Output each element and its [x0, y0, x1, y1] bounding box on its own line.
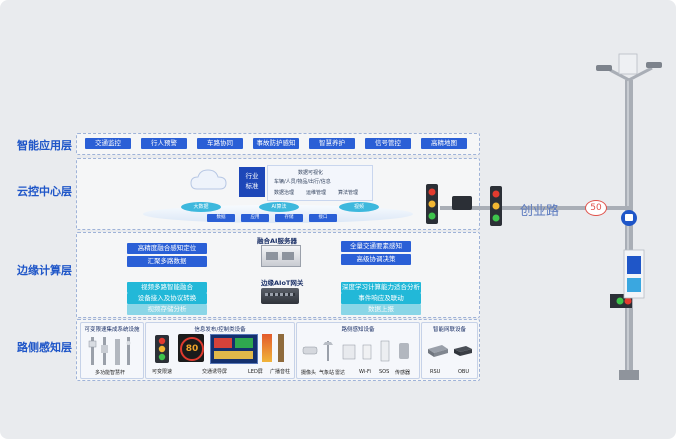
- app-chip-2: 行人预警: [141, 138, 187, 149]
- connected-caption-1: RSU: [430, 369, 441, 375]
- fusion-server-title: 融合AI服务器: [257, 237, 297, 245]
- platform-disc-3: 视频: [339, 202, 379, 212]
- led-screen-device: [262, 334, 272, 362]
- edge-left-bottom-2: 设备接入及协议转换: [127, 293, 207, 304]
- road-section-sensors-title: 路侧感知设备: [341, 327, 375, 333]
- fusion-server-device: [261, 245, 301, 267]
- sensor-devices-icon: [302, 340, 409, 362]
- broadcast-speaker-device: [278, 334, 284, 362]
- industry-standard-box: 行业 标准: [239, 167, 265, 197]
- edge-left-top-2: 汇聚多路数据: [127, 256, 207, 267]
- cloud-tag-5: 算法管理: [338, 190, 359, 196]
- street-speed-sign: 50: [585, 200, 607, 216]
- info-caption-1: 可变限速: [152, 369, 173, 375]
- layer-label-edge: 边缘计算层: [17, 264, 72, 277]
- app-chip-1: 交通监控: [85, 138, 131, 149]
- cloud-tag-panel: 数据可视化 车辆/人员/物品/出行/信息 数据治理 运维管理 算法管理: [267, 165, 373, 201]
- layer-label-app: 智能应用层: [17, 139, 72, 152]
- platform-sub-3: 存储: [275, 214, 303, 222]
- smart-pole-illustration: [426, 53, 662, 380]
- app-layer-panel: 交通监控 行人预警 车路协同 事故防护感知 智慧养护 信号管控 高精地图: [76, 133, 480, 155]
- layer-label-cloud: 云控中心层: [17, 185, 72, 198]
- cloud-layer-panel: 行业 标准 数据可视化 车辆/人员/物品/出行/信息 数据治理 运维管理 算法管…: [76, 158, 480, 230]
- edge-left-bottom-3: 视频存储分析: [127, 304, 207, 315]
- edge-right-top-1: 全量交通要素感知: [341, 241, 411, 252]
- smart-pole-devices-icon: [88, 337, 131, 365]
- edge-right-bottom-2: 事件响应及联动: [341, 293, 421, 304]
- cloud-icon: [190, 169, 227, 190]
- sensor-caption-4: Wi-Fi: [359, 369, 371, 375]
- edge-right-top-2: 高级协调决策: [341, 254, 411, 265]
- road-section-speed-system: 可变限速集成系统设施 多功能智慧杆: [80, 322, 144, 379]
- edge-left-bottom-1: 视频多路智能融合: [127, 282, 207, 293]
- street-name-sign: 创业路: [520, 203, 560, 218]
- edge-layer-panel: 融合AI服务器 高精度融合感知定位 汇聚多路数据 全量交通要素感知 高级协调决策…: [76, 232, 480, 318]
- edge-right-bottom-3: 数据上报: [341, 304, 421, 315]
- info-caption-3: LED屏: [248, 369, 263, 375]
- cloud-tag-3: 数据治理: [274, 190, 295, 196]
- connected-caption-2: OBU: [458, 369, 470, 375]
- sensor-caption-6: 传感器: [395, 370, 411, 376]
- road-section-connected-title: 智能网联设备: [432, 327, 466, 333]
- platform-sub-2: 应用: [241, 214, 269, 222]
- app-chip-7: 高精地图: [421, 138, 467, 149]
- traffic-guidance-screen: [210, 334, 258, 364]
- connected-devices-icon: [428, 345, 472, 357]
- edge-left-top-1: 高精度融合感知定位: [127, 243, 207, 254]
- cloud-tag-1: 数据可视化: [298, 170, 324, 176]
- app-chip-4: 事故防护感知: [253, 138, 299, 149]
- road-section-connected: 智能网联设备 RSU OBU: [421, 322, 478, 379]
- speed-limit-value: 80: [180, 337, 204, 361]
- sensor-caption-1: 摄像头: [301, 370, 317, 376]
- gateway-device: [261, 288, 299, 304]
- road-section-info-control: 信息发布/控制类设备 80 可变限速 交通诱导屏 LED屏 广播音柱: [145, 322, 295, 379]
- app-chip-5: 智慧养护: [309, 138, 355, 149]
- cloud-tag-4: 运维管理: [306, 190, 327, 196]
- platform-sub-4: 接口: [309, 214, 337, 222]
- cloud-tag-2: 车辆/人员/物品/出行/信息: [274, 179, 331, 185]
- road-section-sensors: 路侧感知设备 摄像头 气象站 雷达 Wi-Fi SOS 传感器: [296, 322, 420, 379]
- platform-disc-2: AI算法: [259, 202, 299, 212]
- app-chip-3: 车路协同: [197, 138, 243, 149]
- platform-disc-1: 大数据: [181, 202, 221, 212]
- sensor-caption-5: SOS: [379, 369, 390, 375]
- app-chip-6: 信号管控: [365, 138, 411, 149]
- info-caption-2: 交通诱导屏: [202, 369, 228, 375]
- road-section-speed-system-caption: 多功能智慧杆: [95, 370, 126, 376]
- sensor-caption-3: 雷达: [335, 370, 346, 376]
- gateway-title: 边缘AIoT网关: [261, 279, 304, 287]
- road-layer-panel: 可变限速集成系统设施 多功能智慧杆 信息发布/控制类设备 8: [76, 319, 480, 381]
- edge-right-bottom-1: 深度学习计算能力适合分析: [341, 282, 421, 293]
- layer-label-road: 路侧感知层: [17, 341, 72, 354]
- variable-speed-sign: 80: [178, 334, 204, 362]
- platform-sub-1: 数据: [207, 214, 235, 222]
- info-caption-4: 广播音柱: [270, 369, 291, 375]
- road-section-info-control-title: 信息发布/控制类设备: [194, 327, 246, 333]
- road-section-speed-system-title: 可变限速集成系统设施: [84, 327, 140, 333]
- sensor-caption-2: 气象站: [319, 370, 335, 376]
- traffic-signal-icon: [155, 335, 169, 363]
